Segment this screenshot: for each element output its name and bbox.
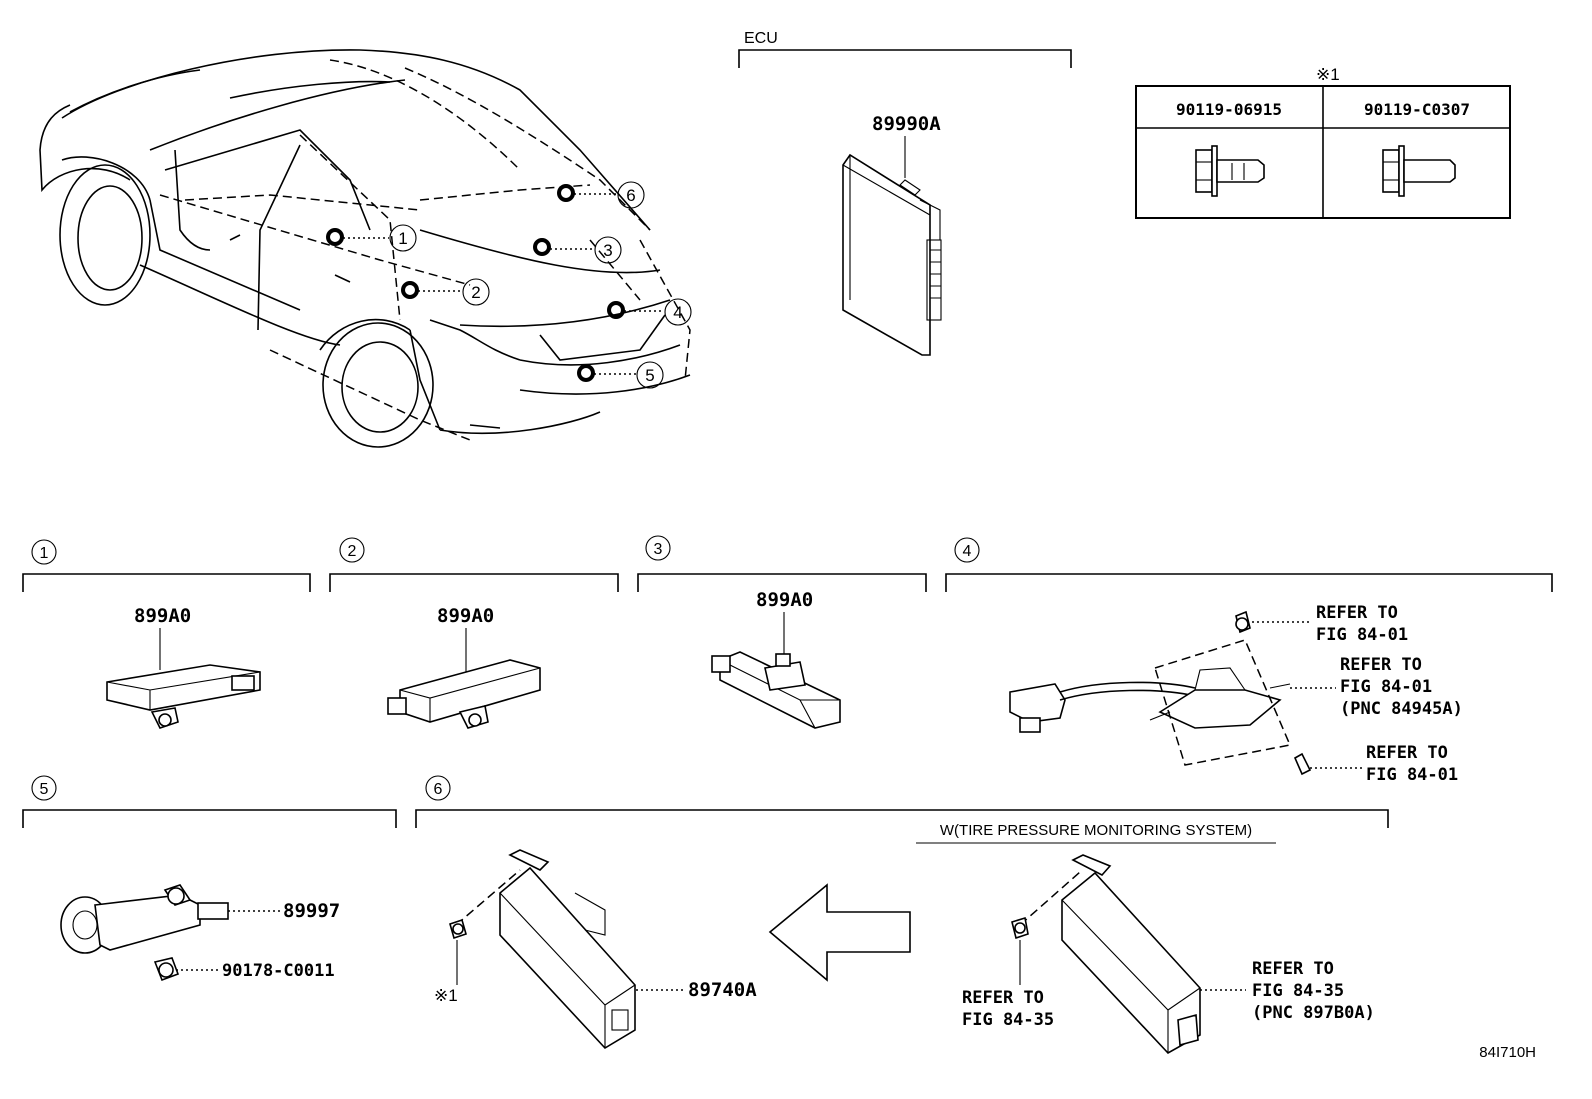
left-arrow-icon: [768, 883, 911, 982]
table-col2-header: 90119-C0307: [1364, 100, 1470, 119]
s4-ref2-line3: (PNC 84945A): [1340, 699, 1463, 719]
section-5-part-89997: 89997: [283, 900, 340, 922]
trunk-antenna: [60, 884, 229, 982]
callout-3: 3: [594, 236, 622, 264]
s6-refA-line2: FIG 84-35: [962, 1010, 1054, 1030]
s4-ref3-line1: REFER TO: [1366, 743, 1448, 763]
svg-text:4: 4: [673, 303, 682, 322]
tpms-receiver-left: [449, 849, 636, 1050]
door-handle-antenna: [1009, 610, 1312, 776]
antenna-sensor-1: [106, 664, 261, 729]
section-6-part: 89740A: [688, 979, 757, 1001]
section-2-number: 2: [348, 543, 357, 560]
callout-6: 6: [617, 181, 645, 209]
s4-ref1-line1: REFER TO: [1316, 603, 1398, 623]
section-5-part-90178: 90178-C0011: [222, 961, 335, 981]
section-4: 4 REFER TO FIG 84-01 REFER TO FIG 84-01 …: [945, 537, 1553, 785]
callout-5: 5: [636, 361, 664, 389]
section-6-marker: ※1: [434, 986, 458, 1005]
bolt-icon-C0307: [1382, 145, 1456, 197]
ecu-group: ECU 89990A: [738, 30, 1072, 356]
section-2: 2 899A0: [329, 537, 619, 729]
tpms-receiver-right: [1011, 854, 1201, 1055]
section-1-number: 1: [40, 545, 49, 562]
section-5: 5 89997 90178-C0011: [22, 775, 397, 982]
section-3-number: 3: [654, 541, 663, 558]
bolt-table: ※1 90119-06915 90119-C0307: [1135, 65, 1511, 219]
section-1-part: 899A0: [134, 605, 191, 627]
section-4-number: 4: [963, 543, 972, 560]
antenna-sensor-3: [711, 651, 841, 729]
car-illustration: 1 2 3 6 4 5: [39, 49, 692, 448]
ecu-label: ECU: [744, 30, 778, 47]
section-5-number: 5: [40, 781, 49, 798]
s6-refB-line1: REFER TO: [1252, 959, 1334, 979]
section-6-number: 6: [434, 781, 443, 798]
svg-text:5: 5: [645, 366, 654, 385]
figure-id: 84I710H: [1479, 1044, 1536, 1061]
s6-refB-line3: (PNC 897B0A): [1252, 1003, 1375, 1023]
section-1: 1 899A0: [22, 539, 311, 729]
ecu-module: [842, 153, 942, 356]
section-2-part: 899A0: [437, 605, 494, 627]
section-3-part: 899A0: [756, 589, 813, 611]
s4-ref1-line2: FIG 84-01: [1316, 625, 1408, 645]
antenna-sensor-2: [387, 659, 541, 729]
svg-text:2: 2: [471, 283, 480, 302]
bolt-icon-06915: [1195, 145, 1265, 197]
callout-4: 4: [664, 298, 692, 326]
svg-text:3: 3: [603, 241, 612, 260]
s6-refA-line1: REFER TO: [962, 988, 1044, 1008]
table-marker: ※1: [1316, 65, 1340, 84]
table-col1-header: 90119-06915: [1176, 100, 1282, 119]
callout-2: 2: [462, 278, 490, 306]
svg-text:6: 6: [626, 186, 635, 205]
callout-1: 1: [389, 224, 417, 252]
s4-ref2-line1: REFER TO: [1340, 655, 1422, 675]
tpms-subtitle: W(TIRE PRESSURE MONITORING SYSTEM): [940, 822, 1252, 839]
s6-refB-line2: FIG 84-35: [1252, 981, 1344, 1001]
svg-text:1: 1: [398, 229, 407, 248]
s4-ref3-line2: FIG 84-01: [1366, 765, 1458, 785]
section-3: 3 899A0: [637, 535, 927, 729]
ecu-part-number: 89990A: [872, 113, 941, 135]
section-6: 6 ※1 89740A W(TIRE PRESSURE MONITORING S…: [415, 775, 1389, 1055]
s4-ref2-line2: FIG 84-01: [1340, 677, 1432, 697]
